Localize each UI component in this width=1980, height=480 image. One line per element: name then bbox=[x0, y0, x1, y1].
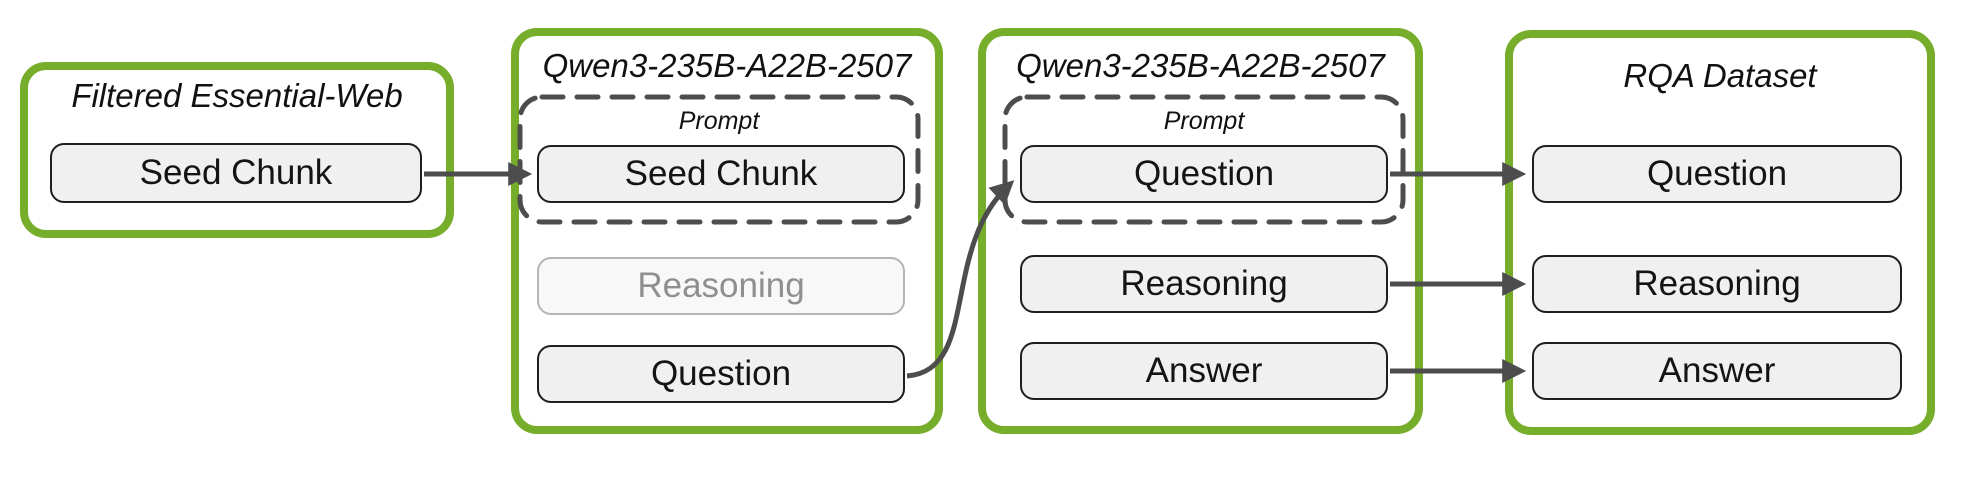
pill-label: Answer bbox=[1658, 351, 1776, 390]
pill-reasoning-dataset: Reasoning bbox=[1532, 255, 1902, 313]
pill-label: Reasoning bbox=[1120, 264, 1288, 303]
group-title-filtered-essential-web: Filtered Essential-Web bbox=[71, 77, 403, 114]
pill-answer-dataset: Answer bbox=[1532, 342, 1902, 400]
group-title-qwen-answer-generation: Qwen3-235B-A22B-2507 bbox=[1016, 47, 1385, 84]
pill-label: Answer bbox=[1145, 351, 1263, 390]
pill-label: Seed Chunk bbox=[624, 154, 818, 193]
pill-label: Question bbox=[1133, 154, 1275, 193]
pill-question-prompt: Question bbox=[1020, 145, 1388, 203]
pill-label: Question bbox=[1646, 154, 1788, 193]
group-title-qwen-question-generation: Qwen3-235B-A22B-2507 bbox=[542, 47, 912, 84]
pill-seed-chunk-source: Seed Chunk bbox=[50, 143, 422, 203]
group-title-rqa-dataset: RQA Dataset bbox=[1623, 57, 1817, 94]
pill-reasoning-generated: Reasoning bbox=[1020, 255, 1388, 313]
pill-label: Reasoning bbox=[637, 266, 805, 305]
pill-question-generated: Question bbox=[537, 345, 905, 403]
pill-question-dataset: Question bbox=[1532, 145, 1902, 203]
pill-label: Seed Chunk bbox=[139, 153, 333, 192]
prompt-label: Prompt bbox=[1163, 107, 1245, 135]
pill-label: Question bbox=[650, 354, 792, 393]
pill-label: Reasoning bbox=[1633, 264, 1801, 303]
prompt-label: Prompt bbox=[678, 107, 760, 135]
pill-answer-generated: Answer bbox=[1020, 342, 1388, 400]
pill-reasoning-ghost: Reasoning bbox=[537, 257, 905, 315]
pill-seed-chunk-prompt: Seed Chunk bbox=[537, 145, 905, 203]
